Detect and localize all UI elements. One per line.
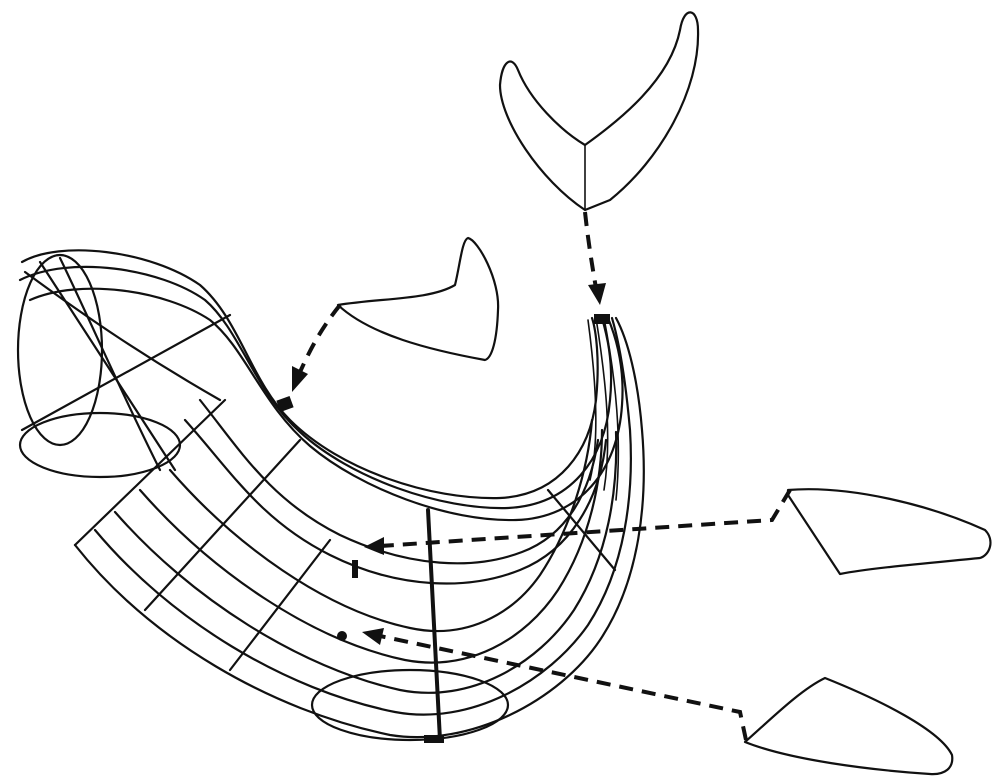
dorsal-fin <box>338 238 498 360</box>
body-outer-contour <box>22 250 598 498</box>
tail-stock-end <box>594 314 610 324</box>
pectoral-fin-upper-shape <box>788 489 990 574</box>
pectoral-fin-lower <box>745 678 952 774</box>
arrow-pectoral-upper-head <box>364 537 384 555</box>
belly-contour-5 <box>170 420 592 631</box>
arrow-dorsal-fin <box>300 305 340 372</box>
tail-fluke <box>500 12 698 210</box>
body-outer-contour-2 <box>20 267 611 508</box>
head-cross-1 <box>22 315 230 430</box>
belly-contour-2 <box>95 318 631 715</box>
upper-flipper-socket <box>352 560 358 578</box>
belly-contour-3 <box>115 432 616 693</box>
pectoral-fin-lower-shape <box>745 678 952 774</box>
head-cross-2 <box>40 262 175 470</box>
arrow-tail-fluke <box>585 212 596 288</box>
rib-section-3 <box>230 540 330 670</box>
pectoral-fin-upper <box>788 489 990 574</box>
tail-strand-1 <box>588 320 596 480</box>
arrow-pectoral-upper <box>380 490 790 546</box>
arrow-tail-fluke-head <box>588 283 606 305</box>
whale-body-wireframe <box>18 250 644 743</box>
tail-fluke-shape <box>500 12 698 210</box>
spine-base-mark <box>424 735 444 743</box>
arrow-pectoral-lower-head <box>362 628 384 645</box>
dorsal-fin-shape <box>338 238 498 360</box>
rib-section-1 <box>75 400 225 545</box>
body-outer-contour-3 <box>30 289 623 520</box>
lower-flipper-socket <box>337 631 347 641</box>
